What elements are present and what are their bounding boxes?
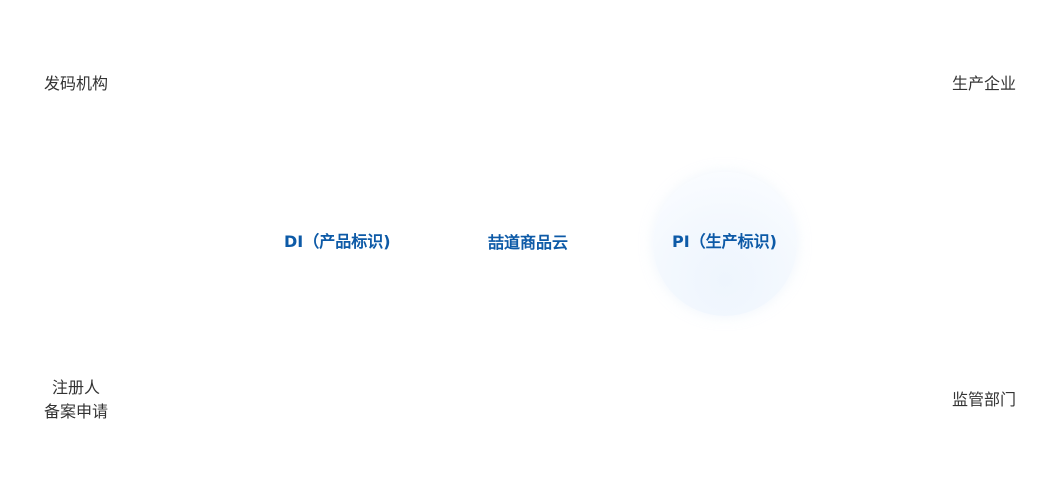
- registrant-label-line2: 备案申请: [44, 402, 109, 421]
- pi-highlight-circle: [653, 172, 797, 316]
- regulator-label: 监管部门: [951, 390, 1016, 409]
- issuing-agency-label: 发码机构: [44, 74, 109, 93]
- manufacturer-label: 生产企业: [951, 74, 1016, 93]
- center-node-label: 喆道商品云: [488, 233, 569, 252]
- pi-node-label: PI（生产标识): [672, 232, 777, 251]
- registrant-label-line1: 注册人: [51, 378, 100, 397]
- di-node-label: DI（产品标识): [284, 232, 391, 251]
- registrant-label: 注册人 备案申请: [44, 376, 108, 424]
